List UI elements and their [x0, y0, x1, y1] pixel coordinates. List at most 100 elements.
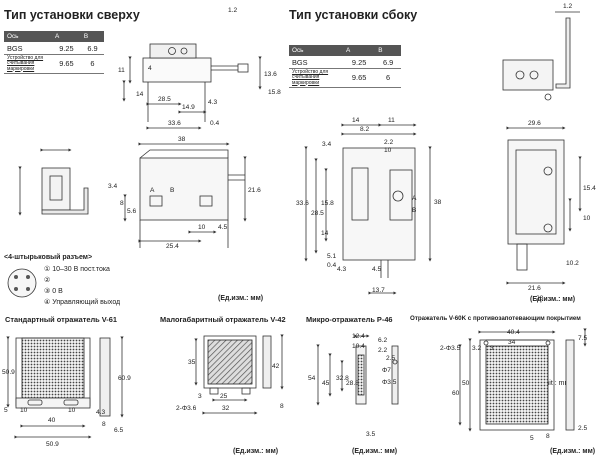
dimension-label: 0.4 [210, 120, 219, 127]
col-header-a: A [343, 45, 376, 56]
dimension-label: 4.5 [372, 266, 381, 273]
dimension-label: 40.4 [507, 329, 520, 336]
unit-note-en: (Unit : mm) [538, 380, 573, 387]
dimension-label: 1.2 [563, 3, 572, 10]
dimension-label: 28.8 [346, 380, 359, 387]
top-mount-bracket-side [18, 148, 89, 216]
dimension-label: 10 [384, 147, 392, 154]
dimension-label: 11 [118, 67, 125, 74]
dimension-label: 2-Φ3.5 [440, 345, 461, 352]
dimension-label: 4.3 [208, 99, 217, 106]
dimension-label: A [412, 195, 417, 202]
dimension-label: 10.4 [352, 343, 365, 350]
dimension-label: 3 [198, 393, 202, 400]
dimension-label: 42 [272, 363, 280, 370]
dimension-label: 4 [148, 65, 152, 72]
unit-note-p46: (Ед.изм.: мм) [352, 448, 398, 455]
dimension-label: 28.5 [311, 210, 324, 217]
dimension-label: 13.7 [372, 287, 385, 294]
pin-4-label: ④ Управляющий выход [44, 299, 121, 306]
dimension-label: 8.2 [360, 126, 369, 133]
col-header-axis: Ось [289, 45, 343, 56]
dimension-label: 15.8 [321, 200, 334, 207]
dimension-label: 10 [68, 407, 76, 414]
reflector-p46-title: Микро-отражатель P-46 [306, 315, 393, 324]
dimension-label: A [150, 187, 155, 194]
dimension-label: 28 [536, 295, 544, 302]
dimension-label: 21.6 [248, 187, 261, 194]
dimension-label: 54 [308, 375, 316, 382]
dimension-label: 4.5 [218, 224, 227, 231]
top-mount-title: Тип установки сверху [4, 8, 140, 22]
side-mount-right-view [506, 126, 582, 285]
reflector-v42-title: Малогабаритный отражатель V-42 [160, 315, 286, 324]
dimension-label: 14 [136, 91, 144, 98]
dimension-label: 25 [220, 393, 228, 400]
dimension-label: B [170, 187, 175, 194]
dimension-label: 8 [546, 433, 550, 440]
dimension-label: 14 [352, 117, 360, 124]
side-mount-title: Тип установки сбоку [289, 8, 418, 22]
dimension-label: 60.9 [118, 375, 131, 382]
dimension-label: 2.5 [578, 425, 587, 432]
pin-3-label: ③ 0 В [44, 288, 63, 295]
dimension-label: 35 [188, 359, 196, 366]
dimension-label: 50.9 [2, 369, 15, 376]
side-mount-bracket-top [502, 11, 580, 101]
dimension-label: 3.4 [108, 183, 117, 190]
dimension-label: 10 [583, 215, 591, 222]
dimension-label: 5.1 [327, 253, 336, 260]
dimension-label: Φ3.5 [382, 379, 397, 386]
unit-note-v60k: (Ед.изм.: мм) [550, 448, 596, 455]
dimension-label: 15.8 [268, 89, 281, 96]
dimension-label: 13.6 [264, 71, 277, 78]
unit-note-v42: (Ед.изм.: мм) [233, 448, 279, 455]
dimension-label: 5.6 [127, 208, 136, 215]
dimension-label: 5 [530, 435, 534, 442]
dimension-label: 33.6 [168, 120, 181, 127]
col-header-b: B [375, 45, 401, 56]
dimension-label: 32 [222, 405, 230, 412]
dimension-label: 7.5 [578, 335, 587, 342]
dimension-label: 45 [322, 380, 330, 387]
dimension-label: 8 [280, 403, 284, 410]
dimension-label: 38 [178, 136, 186, 143]
dimension-label: 14.9 [182, 104, 195, 111]
dimension-label: 2.5 [386, 355, 395, 362]
dimension-label: 12.4 [352, 333, 365, 340]
dimension-label: 10 [20, 407, 28, 414]
dimension-label: 10.2 [566, 260, 579, 267]
connector-pinout [7, 268, 37, 298]
dimension-label: 8 [120, 200, 124, 207]
reflector-p46-drawing [316, 334, 399, 406]
dimension-label: 60 [452, 390, 460, 397]
top-mount-top-view [122, 43, 262, 130]
top-mount-front-view [123, 142, 247, 248]
dimension-label: 3.5 [366, 431, 375, 438]
unit-note-side-mount: (Ед.изм.: мм) [530, 296, 576, 303]
dimension-label: 34 [508, 339, 516, 346]
reflector-v60k-drawing [458, 328, 587, 432]
dimension-label: 14 [321, 230, 329, 237]
dimension-label: 6.2 [378, 337, 387, 344]
dimension-label: 4.3 [337, 266, 346, 273]
dimension-label: 0.4 [327, 262, 336, 269]
dimension-label: 11 [388, 117, 395, 124]
dimension-label: 50 [462, 380, 470, 387]
dimension-label: 2.2 [378, 347, 387, 354]
dimension-label: 3.2 [472, 345, 481, 352]
col-header-a: A [52, 31, 81, 42]
dimension-label: 3 [490, 345, 494, 352]
unit-note-top-mount: (Ед.изм.: мм) [218, 295, 264, 302]
dimension-label: 29.6 [528, 120, 541, 127]
dimension-label: B [412, 207, 417, 214]
dimension-label: 33.6 [296, 200, 309, 207]
dimension-label: 10 [198, 224, 206, 231]
reflector-v42-drawing [194, 334, 284, 415]
col-header-axis: Ось [4, 31, 52, 42]
